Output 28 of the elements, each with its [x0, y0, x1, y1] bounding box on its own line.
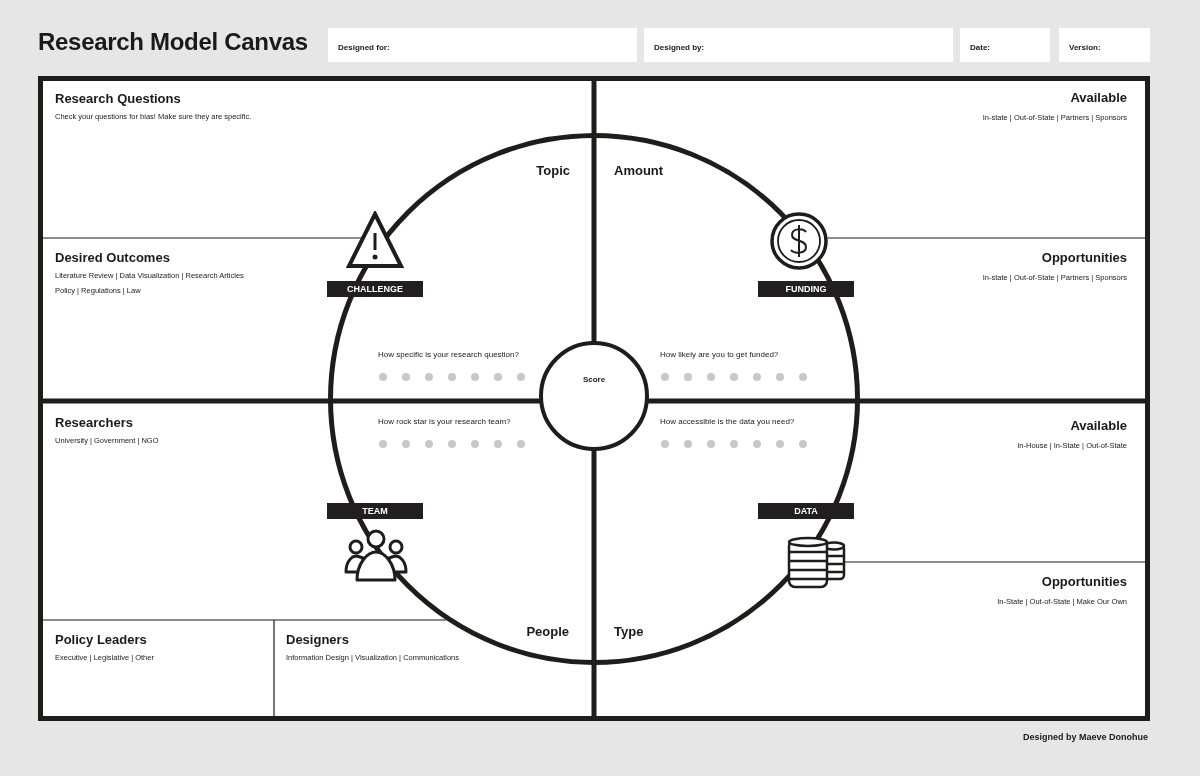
- field-label: Date:: [970, 43, 990, 52]
- section-heading: Opportunities: [1041, 250, 1127, 265]
- section-heading: Researchers: [55, 415, 134, 430]
- question-text: How accessible is the data you need?: [660, 417, 795, 426]
- field-label: Version:: [1069, 43, 1101, 52]
- quadrant-label: Topic: [536, 163, 570, 178]
- credit-text: Designed by Maeve Donohue: [1022, 732, 1148, 742]
- quadrant-label: Amount: [614, 163, 664, 178]
- input-field: [960, 28, 1050, 62]
- section-heading: Available: [1070, 90, 1127, 105]
- page-title: Research Model Canvas: [38, 28, 308, 56]
- section-heading: Policy Leaders: [55, 632, 147, 647]
- section-heading: Opportunities: [1041, 574, 1127, 589]
- question-text: How rock star is your research team?: [378, 417, 511, 426]
- field-label: Designed by:: [654, 43, 705, 52]
- input-field: [1059, 28, 1150, 62]
- quadrant-label: People: [526, 624, 569, 639]
- section-heading: Available: [1070, 418, 1127, 433]
- score-label: Score: [582, 375, 606, 384]
- question-text: How specific is your research question?: [378, 350, 519, 359]
- quadrant-label: Type: [614, 624, 644, 639]
- field-label: Designed for:: [338, 43, 390, 52]
- input-field: [328, 28, 637, 62]
- section-heading: Designers: [286, 632, 349, 647]
- input-field: [644, 28, 953, 62]
- section-heading: Desired Outcomes: [55, 250, 170, 265]
- question-text: How likely are you to get funded?: [660, 350, 779, 359]
- section-heading: Research Questions: [55, 91, 181, 106]
